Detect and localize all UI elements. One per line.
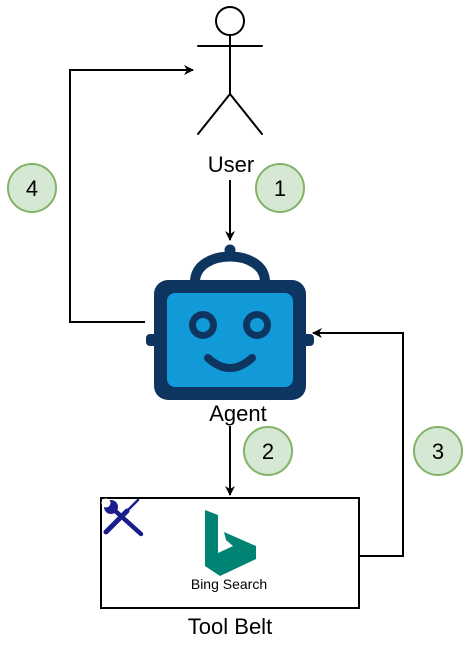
user-label: User bbox=[208, 152, 254, 177]
step-badge-2: 2 bbox=[243, 426, 293, 476]
step-badge-3: 3 bbox=[413, 426, 463, 476]
wrench-screwdriver-icon bbox=[101, 498, 144, 537]
robot-icon[interactable] bbox=[146, 244, 314, 401]
user-icon[interactable] bbox=[197, 6, 263, 135]
agent-label: Agent bbox=[209, 401, 267, 426]
bing-logo-icon bbox=[205, 510, 256, 576]
svg-text:3: 3 bbox=[432, 439, 444, 464]
tool-belt-label: Tool Belt bbox=[188, 614, 272, 639]
arrow-toolbelt-to-agent bbox=[312, 328, 404, 557]
svg-text:4: 4 bbox=[26, 176, 38, 201]
arrow-agent-to-user bbox=[69, 65, 194, 323]
svg-text:1: 1 bbox=[274, 176, 286, 201]
svg-text:2: 2 bbox=[262, 439, 274, 464]
step-badge-1: 1 bbox=[255, 163, 305, 213]
bing-search-label: Bing Search bbox=[191, 576, 267, 592]
step-badge-4: 4 bbox=[7, 163, 57, 213]
